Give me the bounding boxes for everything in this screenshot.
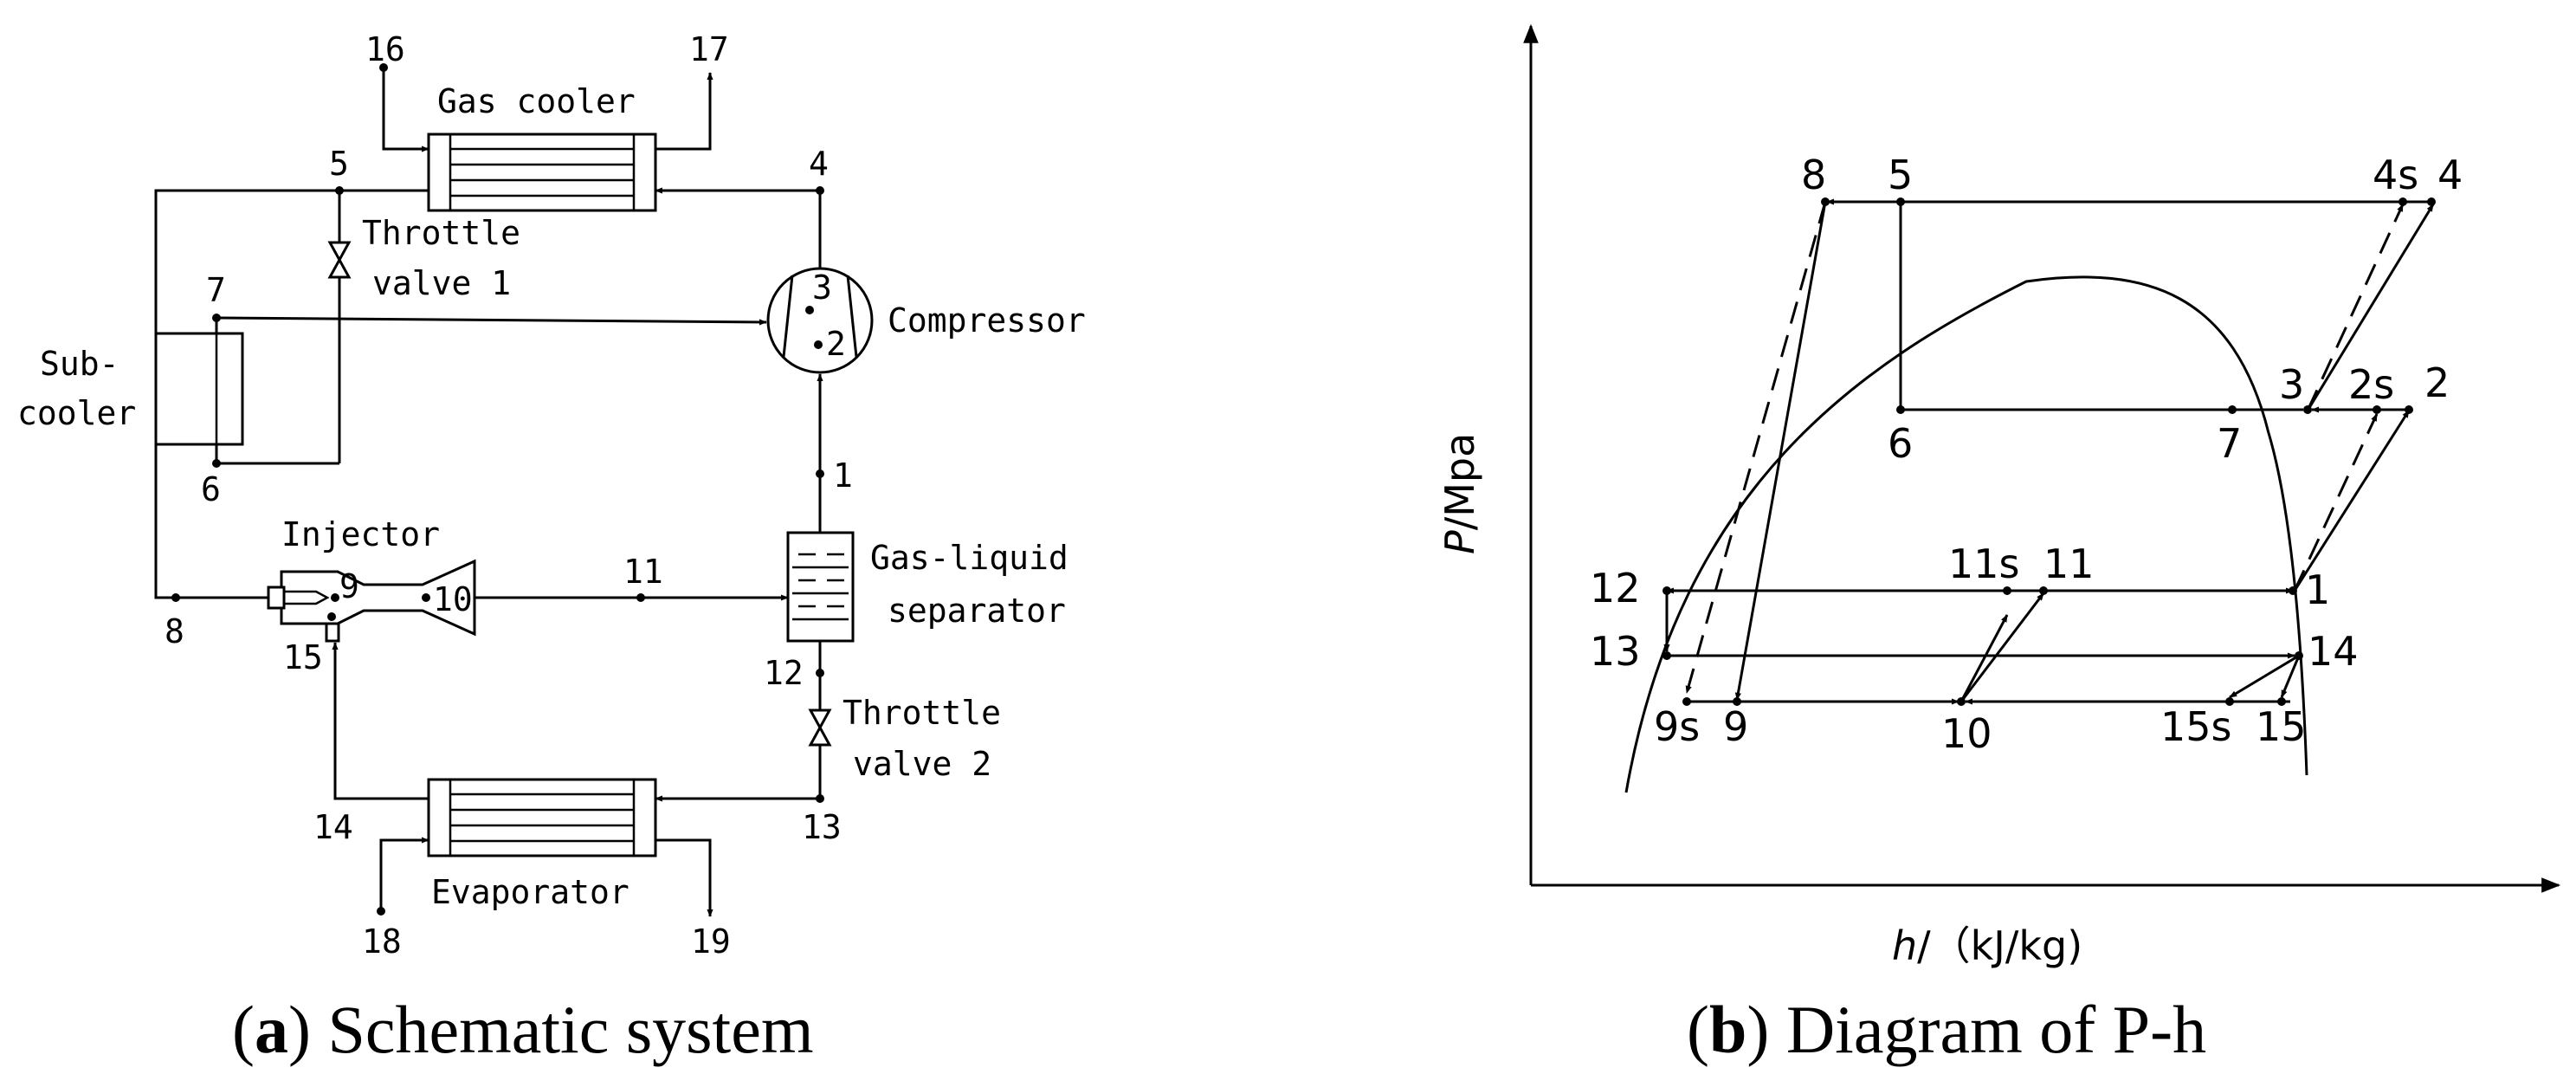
caption-b: (b) Diagram of P-h <box>1687 992 2206 1067</box>
ph-label-4s: 4s <box>2373 152 2418 198</box>
injector-label: Injector <box>281 515 440 553</box>
ph-label-11s: 11s <box>1948 540 2020 587</box>
ph-label-2: 2 <box>2424 359 2450 406</box>
ph-label-9: 9 <box>1723 703 1748 750</box>
ph-label-14: 14 <box>2308 628 2359 675</box>
throttle-valve-1-label-1: Throttle <box>362 214 520 252</box>
ph-state-points <box>1662 197 2436 706</box>
injector <box>267 559 476 643</box>
ph-label-7: 7 <box>2217 420 2242 467</box>
point-8-label: 8 <box>165 612 184 650</box>
ph-label-12: 12 <box>1590 565 1641 611</box>
ph-label-5: 5 <box>1888 152 1913 198</box>
subcooler-label-2: cooler <box>17 394 136 432</box>
x-axis-label: h/（kJ/kg) <box>1892 922 2082 969</box>
ph-label-3: 3 <box>2279 361 2304 408</box>
gas-cooler <box>427 133 657 212</box>
point-3-label: 3 <box>812 269 832 307</box>
gas-cooler-label: Gas cooler <box>437 82 636 120</box>
throttle-valve-1-label-2: valve 1 <box>372 264 511 302</box>
throttle-valve-2 <box>808 708 832 747</box>
ph-label-1: 1 <box>2305 566 2330 613</box>
point-11-label: 11 <box>623 553 663 591</box>
ph-label-6: 6 <box>1888 420 1913 467</box>
subcooler-label-1: Sub- <box>40 345 119 383</box>
point-19-label: 19 <box>691 922 731 961</box>
gas-liquid-separator <box>786 531 855 643</box>
subcooler <box>154 320 244 463</box>
separator-label-2: separator <box>888 592 1066 630</box>
ph-label-13: 13 <box>1590 628 1641 675</box>
ph-label-15s: 15s <box>2160 703 2232 750</box>
point-14-label: 14 <box>313 808 353 846</box>
ph-label-11: 11 <box>2043 540 2095 587</box>
point-13-label: 13 <box>802 808 842 846</box>
caption-a: (a) Schematic system <box>232 992 814 1067</box>
point-10-label: 10 <box>433 580 473 618</box>
schematic-panel: Gas cooler 16 17 4 5 Throttle valve 1 <box>17 30 1086 1067</box>
point-2-label: 2 <box>826 325 846 363</box>
y-axis-label: P/Mpa <box>1436 433 1483 554</box>
separator-label-1: Gas-liquid <box>870 539 1068 577</box>
evaporator <box>427 778 657 857</box>
ph-label-4: 4 <box>2437 152 2463 198</box>
point-15-label: 15 <box>283 638 323 676</box>
point-5-label: 5 <box>329 145 349 183</box>
ph-label-8: 8 <box>1801 152 1826 198</box>
compressor-label: Compressor <box>888 301 1086 340</box>
ph-label-9s: 9s <box>1654 703 1700 750</box>
ph-label-10: 10 <box>1941 710 1992 757</box>
point-6-label: 6 <box>201 470 221 508</box>
point-18-label: 18 <box>362 922 402 961</box>
point-9-label: 9 <box>339 567 359 605</box>
compressor <box>766 267 874 374</box>
point-12-label: 12 <box>764 654 804 692</box>
ph-label-15: 15 <box>2256 703 2307 750</box>
throttle-valve-1 <box>216 191 352 465</box>
throttle-valve-2-label-1: Throttle <box>843 694 1001 732</box>
point-16-label: 16 <box>365 30 405 68</box>
point-17-label: 17 <box>689 30 729 68</box>
point-7-label: 7 <box>206 271 226 309</box>
ph-label-2s: 2s <box>2348 361 2394 408</box>
point-4-label: 4 <box>809 145 829 183</box>
throttle-valve-2-label-2: valve 2 <box>853 745 991 783</box>
evaporator-label: Evaporator <box>431 873 629 911</box>
saturation-dome <box>1624 275 2308 793</box>
point-1-label: 1 <box>833 456 853 495</box>
ph-diagram-panel: P/Mpa h/（kJ/kg) <box>1436 23 2561 1067</box>
